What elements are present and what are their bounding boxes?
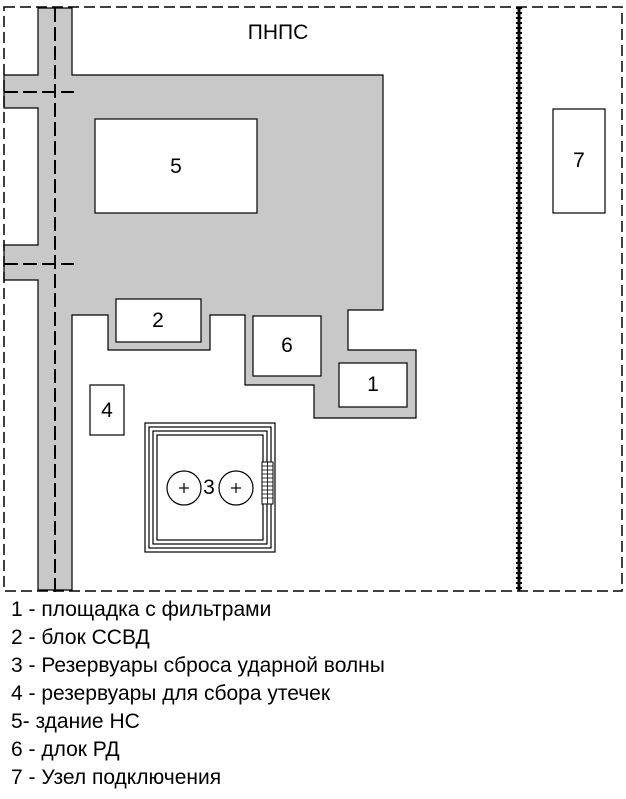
filter-site [338, 362, 408, 408]
legend-item: 4 - резервуары для сбора утечек [11, 682, 331, 705]
ssvd-block-label: 2 [152, 309, 164, 332]
surge-tanks-label: 3 [203, 476, 215, 499]
surge-tank-right [218, 470, 254, 506]
legend: 1 - площадка с фильтрами 2 - блок ССВД 3… [11, 596, 385, 792]
ns-building-label: 5 [170, 155, 182, 178]
surge-tank-left [166, 470, 202, 506]
rd-block-label: 6 [281, 334, 293, 357]
site-plan-diagram: 5 2 6 1 4 7 3 П [3, 6, 623, 592]
legend-item: 6 - длок РД [11, 738, 120, 761]
leak-tanks-label: 4 [101, 399, 113, 422]
legend-item: 3 - Резервуары сброса ударной волны [11, 654, 385, 677]
legend-item: 1 - площадка с фильтрами [11, 598, 272, 621]
legend-item: 7 - Узел подключения [11, 766, 222, 789]
diagram-title: ПНПС [248, 21, 309, 44]
leak-tanks [89, 384, 125, 436]
rd-block [252, 315, 322, 377]
ns-building [94, 118, 258, 214]
legend-item: 5- здание НС [11, 710, 140, 733]
filter-site-label: 1 [367, 373, 379, 396]
site-boundary [3, 6, 623, 592]
legend-item: 2 - блок ССВД [11, 626, 150, 649]
connection-node-label: 7 [573, 149, 585, 172]
connection-node [552, 108, 606, 214]
ssvd-block [115, 298, 202, 343]
